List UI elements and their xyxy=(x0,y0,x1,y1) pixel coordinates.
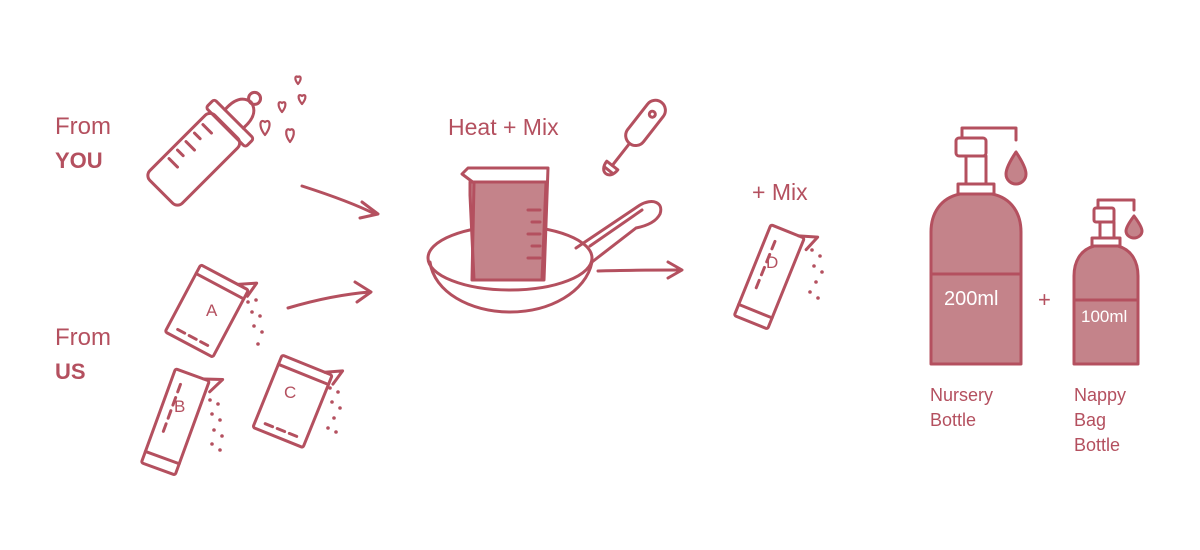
from-you-label: From xyxy=(55,113,111,140)
measuring-jug-icon xyxy=(460,166,550,282)
heart-icon xyxy=(259,75,307,144)
nursery-bottle-caption: Nursery Bottle xyxy=(930,385,994,430)
mix-label: + Mix xyxy=(752,179,808,205)
nappy-bag-bottle-caption: Nappy Bag Bottle xyxy=(1074,385,1127,455)
sachet-icon xyxy=(733,223,820,330)
arrow-icon xyxy=(286,280,373,310)
milk-frother-icon xyxy=(602,98,667,177)
plus-sign: + xyxy=(1038,287,1051,312)
drop-icon xyxy=(1004,150,1028,186)
sachet-c-label: C xyxy=(284,383,296,402)
sachet-a-label: A xyxy=(206,301,218,320)
arrow-icon xyxy=(596,260,684,280)
nappy-volume-label: 100ml xyxy=(1081,307,1127,326)
from-you-emphasis: YOU xyxy=(55,148,103,173)
pump-bottle-icon xyxy=(929,126,1023,366)
from-us-label: From xyxy=(55,324,111,351)
drop-icon xyxy=(1124,214,1144,240)
pump-bottle-icon xyxy=(1072,198,1140,366)
sachet-icon xyxy=(140,367,225,476)
arrow-icon xyxy=(300,184,380,220)
sachet-d-label: D xyxy=(766,253,778,272)
nursery-volume-label: 200ml xyxy=(944,288,998,310)
heat-mix-label: Heat + Mix xyxy=(448,114,559,140)
from-us-emphasis: US xyxy=(55,359,86,384)
sachet-icon xyxy=(164,263,259,358)
sachet-icon xyxy=(252,354,345,449)
sachet-b-label: B xyxy=(174,397,185,416)
baby-bottle-icon xyxy=(146,90,263,207)
